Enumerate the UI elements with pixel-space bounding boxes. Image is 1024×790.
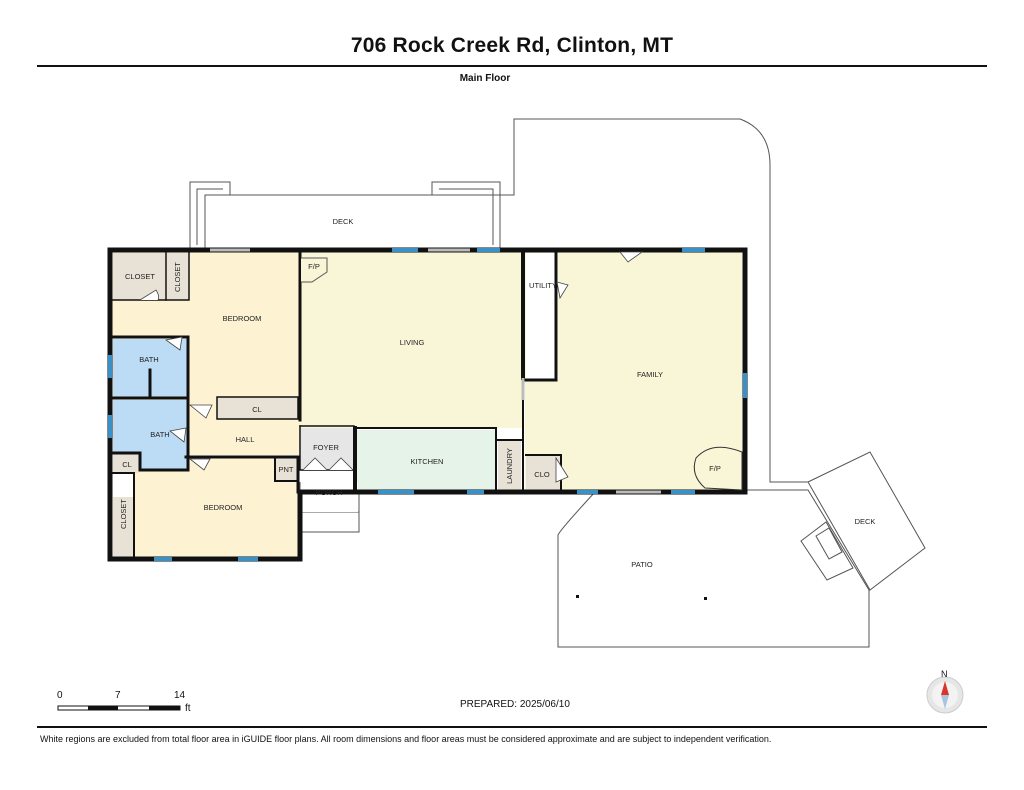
scale-bar bbox=[57, 705, 181, 711]
room-label-bath: BATH bbox=[150, 430, 169, 439]
room-label-pnt: PNT bbox=[279, 465, 294, 474]
compass-north-label: N bbox=[941, 669, 948, 679]
scale-label-0: 0 bbox=[57, 690, 63, 701]
room-label-deck: DECK bbox=[333, 217, 354, 226]
fireplace-living bbox=[301, 257, 328, 283]
patio-outline bbox=[557, 489, 870, 648]
room-label-closet: CLOSET bbox=[125, 272, 155, 281]
room-label-closet-lower: CLOSET bbox=[119, 499, 128, 529]
floor-label: Main Floor bbox=[459, 73, 511, 84]
room-label-living: LIVING bbox=[400, 338, 425, 347]
deck-top-left-post bbox=[189, 181, 231, 251]
room-label-cl: CL bbox=[252, 405, 262, 414]
closet-top-vertical-fill bbox=[167, 253, 189, 300]
bedroom-lower-fill bbox=[134, 457, 298, 557]
room-label-deck: DECK bbox=[855, 517, 876, 526]
room-label-cl: CL bbox=[122, 460, 132, 469]
cl-small-fill bbox=[113, 453, 139, 473]
patio-post bbox=[576, 595, 579, 598]
footer-disclaimer: White regions are excluded from total fl… bbox=[40, 734, 772, 744]
living-fill bbox=[300, 252, 523, 428]
walls bbox=[107, 247, 748, 562]
utility-fill bbox=[526, 253, 558, 379]
windows bbox=[108, 248, 747, 561]
prepared-date: PREPARED: 2025/06/10 bbox=[460, 699, 570, 710]
door-swings bbox=[139, 251, 644, 483]
hall-fill bbox=[188, 420, 300, 455]
room-label-foyer: FOYER bbox=[313, 443, 339, 452]
room-label-laundry: LAUNDRY bbox=[505, 448, 514, 484]
yard-outline bbox=[500, 118, 808, 483]
room-label-closet-vertical: CLOSET bbox=[173, 262, 182, 292]
room-label-clo: CLO bbox=[534, 470, 550, 479]
scale-label-7: 7 bbox=[115, 690, 121, 701]
footer-rule bbox=[37, 726, 987, 728]
fireplace-family bbox=[693, 446, 743, 491]
exterior-wall bbox=[107, 247, 748, 562]
deck-top-right-post bbox=[431, 181, 501, 250]
room-label-bedroom: BEDROOM bbox=[204, 503, 243, 512]
kitchen-fill bbox=[356, 430, 496, 490]
room-label-porch: PORCH bbox=[315, 488, 342, 497]
room-label-family: FAMILY bbox=[637, 370, 663, 379]
laundry-fill bbox=[498, 440, 521, 490]
room-label-fp: F/P bbox=[308, 262, 320, 271]
room-label-bath: BATH bbox=[139, 355, 158, 364]
room-label-hall: HALL bbox=[236, 435, 255, 444]
page-title: 706 Rock Creek Rd, Clinton, MT bbox=[350, 34, 674, 57]
room-label-utility: UTILITY bbox=[529, 281, 557, 290]
clo-fill bbox=[526, 455, 561, 490]
deck-right-outline bbox=[807, 451, 926, 591]
deck-right-stair bbox=[800, 521, 854, 581]
room-labels: CLOSET CLOSET BEDROOM BATH BATH CL CL HA… bbox=[119, 217, 875, 569]
closet-lower-fill bbox=[113, 497, 134, 557]
room-label-fp: F/P bbox=[709, 464, 721, 473]
patio-post bbox=[704, 597, 707, 600]
scale-label-14: 14 bbox=[174, 690, 186, 701]
room-label-patio: PATIO bbox=[631, 560, 653, 569]
room-label-bedroom: BEDROOM bbox=[223, 314, 262, 323]
cl-hall-fill bbox=[217, 397, 298, 419]
pnt-fill bbox=[275, 457, 298, 481]
scale-unit: ft bbox=[185, 703, 191, 714]
room-label-kitchen: KITCHEN bbox=[411, 457, 444, 466]
north-compass-icon bbox=[926, 676, 964, 714]
title-underline bbox=[37, 65, 987, 67]
